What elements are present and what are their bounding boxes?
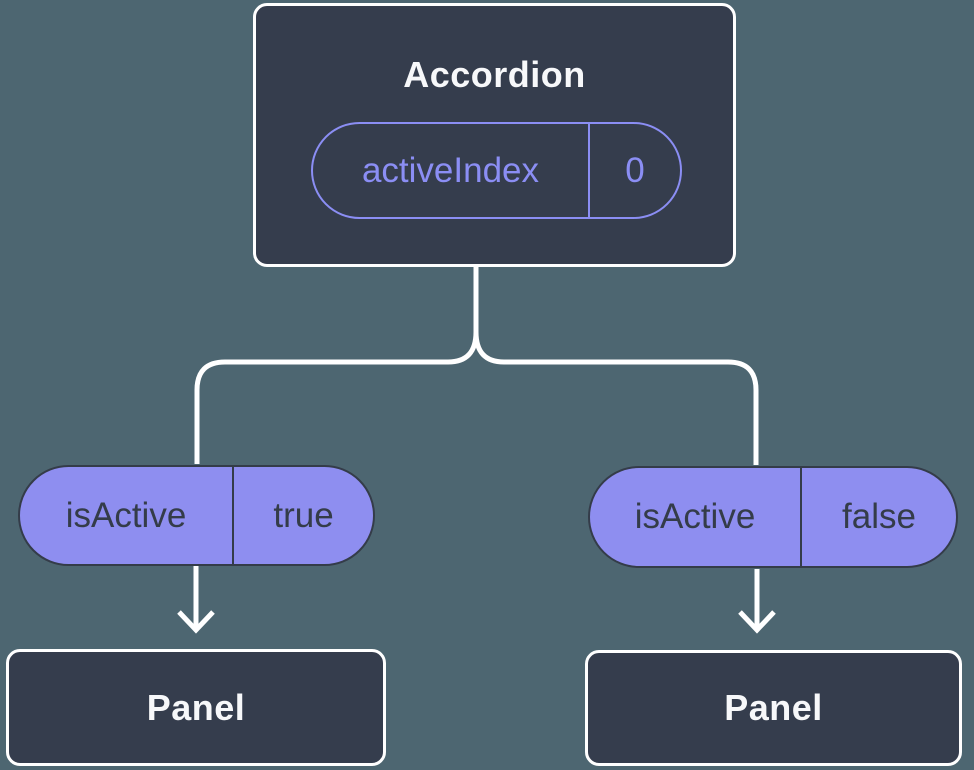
prop-pill-right: isActive false	[588, 466, 958, 568]
panel-node-left: Panel	[6, 649, 386, 766]
state-pill-label: activeIndex	[361, 150, 540, 190]
prop-pill-right-label: isActive	[634, 497, 756, 536]
left-arrow-head-icon	[177, 610, 215, 634]
panel-node-right: Panel	[585, 650, 962, 766]
prop-pill-left-label: isActive	[65, 495, 187, 535]
panel-right-title: Panel	[724, 687, 823, 728]
prop-pill-left-value: true	[232, 467, 373, 564]
panel-left-title: Panel	[146, 686, 246, 728]
right-arrow-head-icon	[738, 610, 776, 634]
prop-pill-left: isActive true	[18, 465, 375, 566]
fork-connector	[194, 265, 759, 465]
state-pill-value: 0	[588, 124, 680, 217]
state-pill: activeIndex 0	[311, 122, 682, 219]
accordion-title: Accordion	[403, 54, 586, 95]
accordion-node: Accordion activeIndex 0	[253, 3, 736, 267]
prop-pill-right-value: false	[800, 468, 956, 566]
